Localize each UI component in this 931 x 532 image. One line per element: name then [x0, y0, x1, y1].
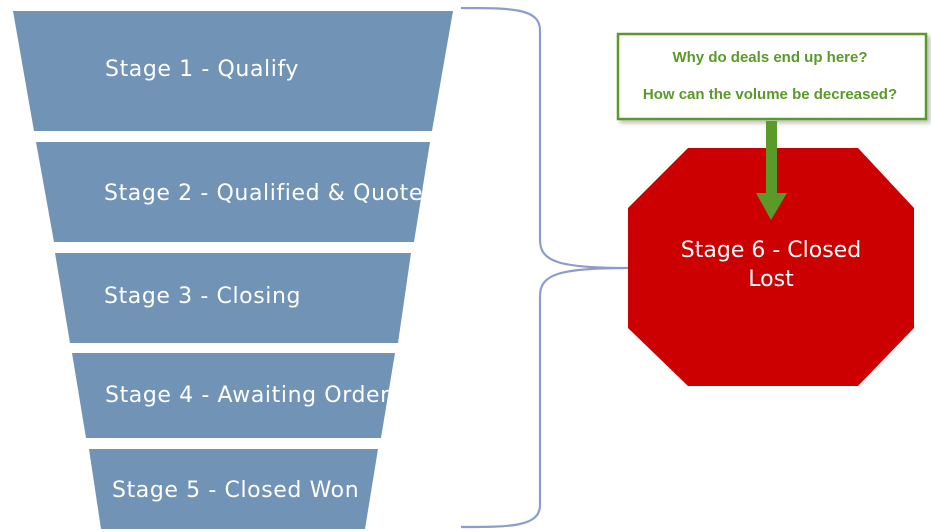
callout-question-2: How can the volume be decreased?: [643, 86, 897, 103]
funnel-stage-3: Stage 3 - Closing: [55, 253, 411, 343]
funnel-stage-2-label: Stage 2 - Qualified & Quoted: [104, 181, 438, 206]
callout-question-1: Why do deals end up here?: [672, 49, 867, 66]
funnel-stage-1-shape: [13, 11, 453, 131]
funnel-stage-4-label: Stage 4 - Awaiting Order: [105, 383, 390, 408]
funnel-stage-5-shape: [89, 449, 378, 529]
funnel-stage-2: Stage 2 - Qualified & Quoted: [36, 142, 438, 242]
closed-lost-label-line2: Lost: [748, 267, 794, 292]
down-arrow-icon: [756, 121, 787, 220]
funnel-stage-5-label: Stage 5 - Closed Won: [112, 478, 359, 503]
funnel-stage-3-label: Stage 3 - Closing: [104, 284, 301, 309]
closed-lost-stage: Stage 6 - Closed Lost: [628, 148, 914, 386]
funnel-stage-1: Stage 1 - Qualify: [13, 11, 453, 131]
funnel-stage-5: Stage 5 - Closed Won: [89, 449, 378, 529]
funnel-stage-3-shape: [55, 253, 411, 343]
funnel-stage-1-label: Stage 1 - Qualify: [105, 57, 299, 82]
callout-box: [616, 32, 928, 121]
funnel-stage-2-shape: [36, 142, 430, 242]
question-callout: Why do deals end up here? How can the vo…: [616, 32, 928, 121]
closed-lost-label-line1: Stage 6 - Closed: [681, 238, 861, 263]
funnel: Stage 1 - Qualify Stage 2 - Qualified & …: [13, 11, 453, 529]
funnel-stage-4-shape: [72, 353, 395, 438]
funnel-stage-4: Stage 4 - Awaiting Order: [72, 353, 395, 438]
curly-brace: [460, 6, 629, 529]
closed-lost-octagon: [628, 148, 914, 386]
